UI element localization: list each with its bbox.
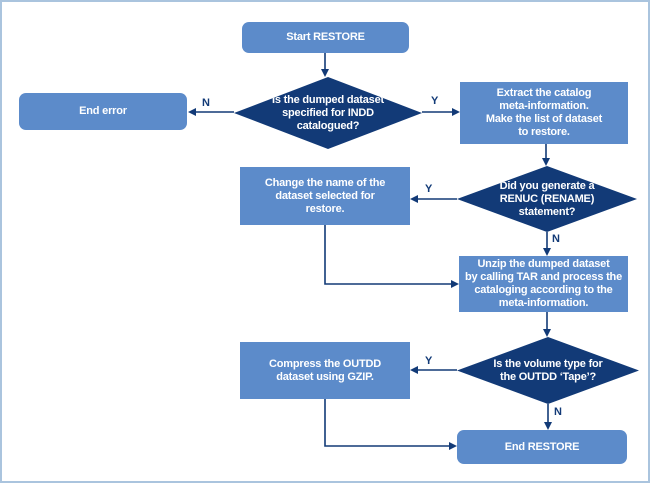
edge-label-d1-yes: Y: [431, 95, 439, 107]
node-end-restore: End RESTORE: [457, 430, 627, 464]
node-change-name: Change the name of the dataset selected …: [240, 167, 410, 225]
node-extract-catalog: Extract the catalog meta-information. Ma…: [460, 82, 628, 144]
node-start-restore: Start RESTORE: [242, 22, 409, 53]
edge-label-d2-no: N: [552, 233, 560, 245]
node-unzip-tar: Unzip the dumped dataset by calling TAR …: [459, 256, 628, 312]
edge-label-d3-yes: Y: [425, 355, 433, 367]
edge-label-d2-yes: Y: [425, 183, 433, 195]
node-end-error: End error: [19, 93, 187, 130]
edge-label-d1-no: N: [202, 97, 210, 109]
edge-label-d3-no: N: [554, 406, 562, 418]
node-compress-gzip: Compress the OUTDD dataset using GZIP.: [240, 342, 410, 399]
